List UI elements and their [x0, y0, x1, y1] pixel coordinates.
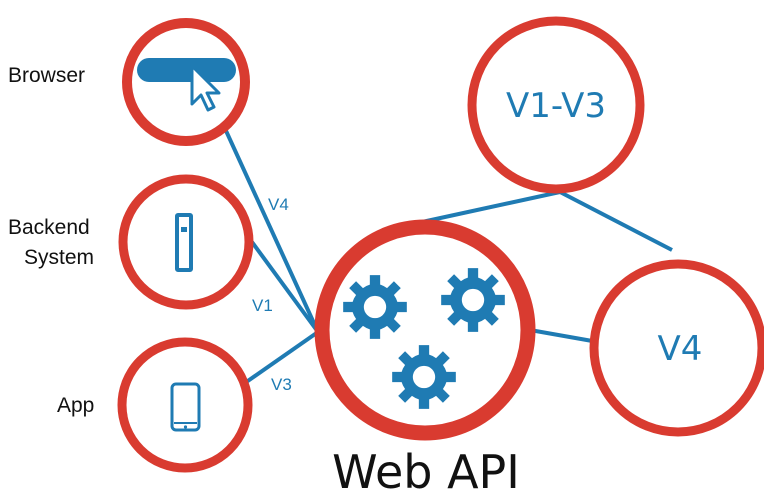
v4-label: V4	[658, 329, 703, 369]
edge-label-v4: V4	[268, 195, 289, 214]
browser-node	[122, 18, 250, 146]
smartphone-icon	[170, 382, 201, 432]
v1-v3-node: V1-V3	[467, 16, 645, 194]
v4-node: V4	[589, 259, 764, 437]
app-label: App	[57, 394, 94, 417]
backend-system-label-line1: Backend	[8, 216, 90, 239]
cursor-on-bar-icon	[137, 58, 236, 112]
backend-system-node	[118, 174, 254, 310]
v1-v3-label: V1-V3	[506, 86, 606, 126]
backend-system-label-line2: System	[24, 246, 94, 269]
browser-label: Browser	[8, 64, 85, 87]
app-node	[117, 337, 253, 473]
edge-browser-to-web-api	[220, 121, 320, 333]
edge-backend-to-web-api	[250, 240, 320, 334]
edge-web-api-to-v4	[529, 328, 599, 344]
edge-label-v1: V1	[252, 296, 273, 315]
web-api-node	[314, 219, 536, 441]
edge-web-api-to-v1-v3	[421, 190, 561, 224]
server-tower-icon	[175, 213, 193, 272]
edge-label-v3: V3	[271, 375, 292, 394]
edge-v1-v3-to-v4	[559, 190, 673, 252]
web-api-title: Web API	[332, 445, 520, 498]
